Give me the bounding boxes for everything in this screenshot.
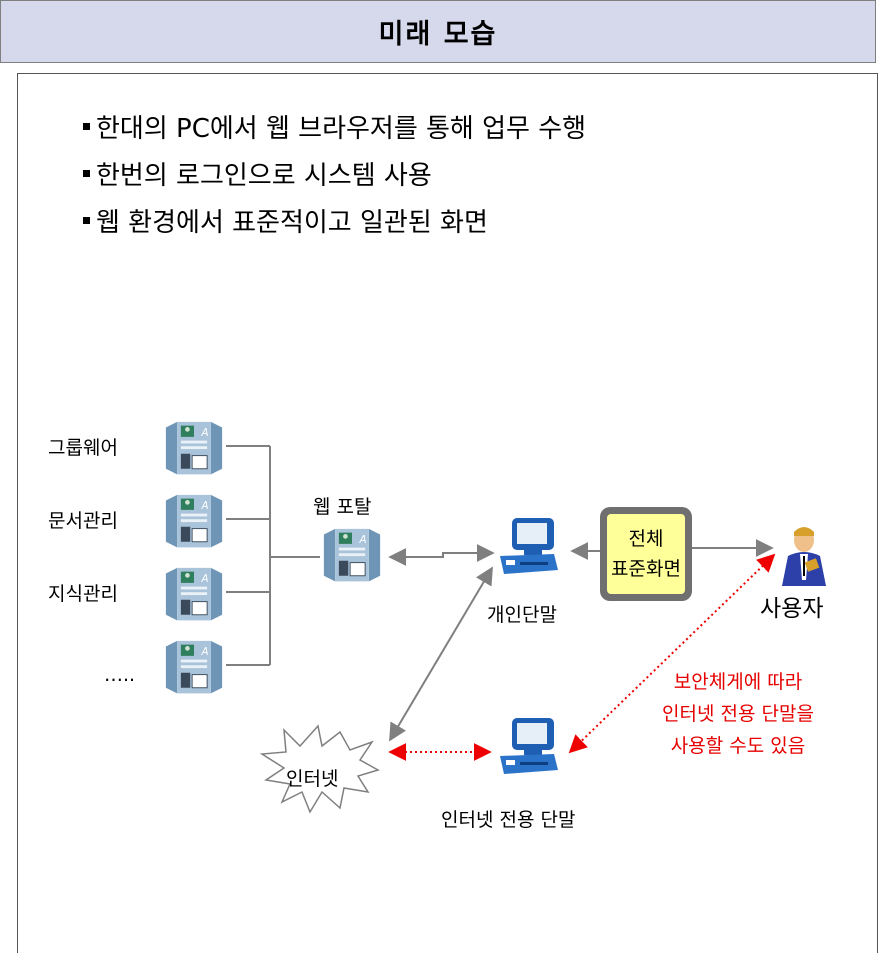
user-icon — [782, 527, 826, 586]
internet-pc-label: 인터넷 전용 단말 — [441, 809, 576, 831]
content-frame — [17, 73, 878, 953]
bullet-text: 한대의 PC에서 웹 브라우저를 통해 업무 수행 — [96, 114, 587, 144]
security-note-line: 보안체게에 따라 — [673, 671, 803, 693]
internet-pc-diagonal-link — [389, 566, 493, 742]
web-portal-icon — [323, 528, 381, 582]
security-note: 보안체게에 따라 인터넷 전용 단말을 사용할 수도 있음 — [623, 666, 853, 762]
security-note-line: 인터넷 전용 단말을 — [662, 703, 814, 725]
bullet-marker — [83, 170, 90, 177]
system-label-etc: ….. — [104, 664, 136, 686]
bullet-item: 웹 환경에서 표준적이고 일관된 화면 — [83, 202, 488, 239]
security-note-line: 사용할 수도 있음 — [670, 735, 806, 757]
knowledge-server-icon — [165, 567, 223, 621]
bullet-marker — [83, 123, 90, 130]
standard-screen-box: 전체 표준화면 — [600, 507, 692, 601]
web-portal-label: 웹 포탈 — [313, 496, 372, 518]
bullet-text: 웹 환경에서 표준적이고 일관된 화면 — [96, 208, 488, 238]
document-server-icon — [165, 494, 223, 548]
standard-screen-inner: 전체 표준화면 — [607, 514, 685, 594]
user-label: 사용자 — [760, 596, 824, 622]
personal-pc-icon — [500, 518, 558, 574]
portal-pc-link — [388, 544, 495, 566]
groupware-server-icon — [165, 421, 223, 475]
user-dedicated-pc-link — [568, 553, 776, 754]
bullet-text: 한번의 로그인으로 시스템 사용 — [96, 161, 432, 191]
internet-label: 인터넷 — [286, 768, 339, 790]
title-bar: 미래 모습 — [0, 0, 876, 63]
system-label-document: 문서관리 — [48, 510, 118, 532]
standard-screen-line2: 표준화면 — [611, 558, 681, 580]
system-label-groupware: 그룹웨어 — [48, 437, 118, 459]
standard-screen-line1: 전체 — [628, 528, 664, 550]
internet-pc-icon — [500, 718, 558, 774]
personal-pc-label: 개인단말 — [487, 604, 557, 626]
page-title: 미래 모습 — [378, 19, 498, 50]
internet-burst-shape — [259, 724, 380, 814]
system-label-knowledge: 지식관리 — [48, 583, 118, 605]
bullet-item: 한대의 PC에서 웹 브라우저를 통해 업무 수행 — [83, 108, 586, 145]
other-server-icon — [165, 640, 223, 694]
bullet-marker — [83, 217, 90, 224]
system-bracket-connector — [226, 445, 320, 666]
bullet-item: 한번의 로그인으로 시스템 사용 — [83, 155, 432, 192]
